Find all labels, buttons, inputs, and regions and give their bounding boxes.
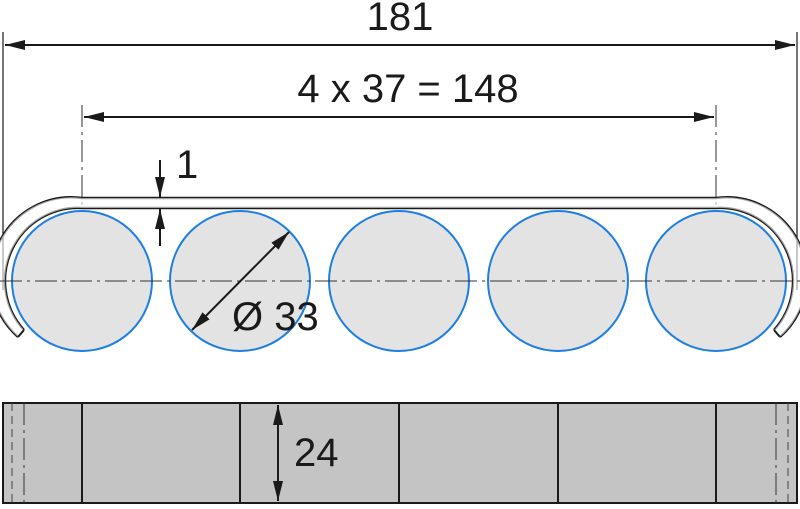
- pitch-dimension: 4 x 37 = 148: [81, 67, 717, 282]
- strap-end-right: [773, 329, 781, 338]
- diameter-line: [191, 231, 290, 331]
- overall-length-label: 181: [367, 0, 434, 39]
- strap-end-left: [17, 329, 25, 338]
- side-view: 24: [2, 402, 798, 504]
- hole-diameter-dimension: Ø 33: [191, 231, 319, 339]
- wall-thickness-label: 1: [176, 143, 198, 187]
- hole-4: [487, 210, 629, 352]
- overall-length-dimension: 181: [2, 0, 798, 290]
- strap-outline: [0, 196, 800, 338]
- hole-diameter-label: Ø 33: [232, 295, 319, 339]
- height-label: 24: [294, 431, 339, 475]
- wall-thickness-dimension: 1: [155, 143, 198, 246]
- pitch-label: 4 x 37 = 148: [297, 67, 518, 111]
